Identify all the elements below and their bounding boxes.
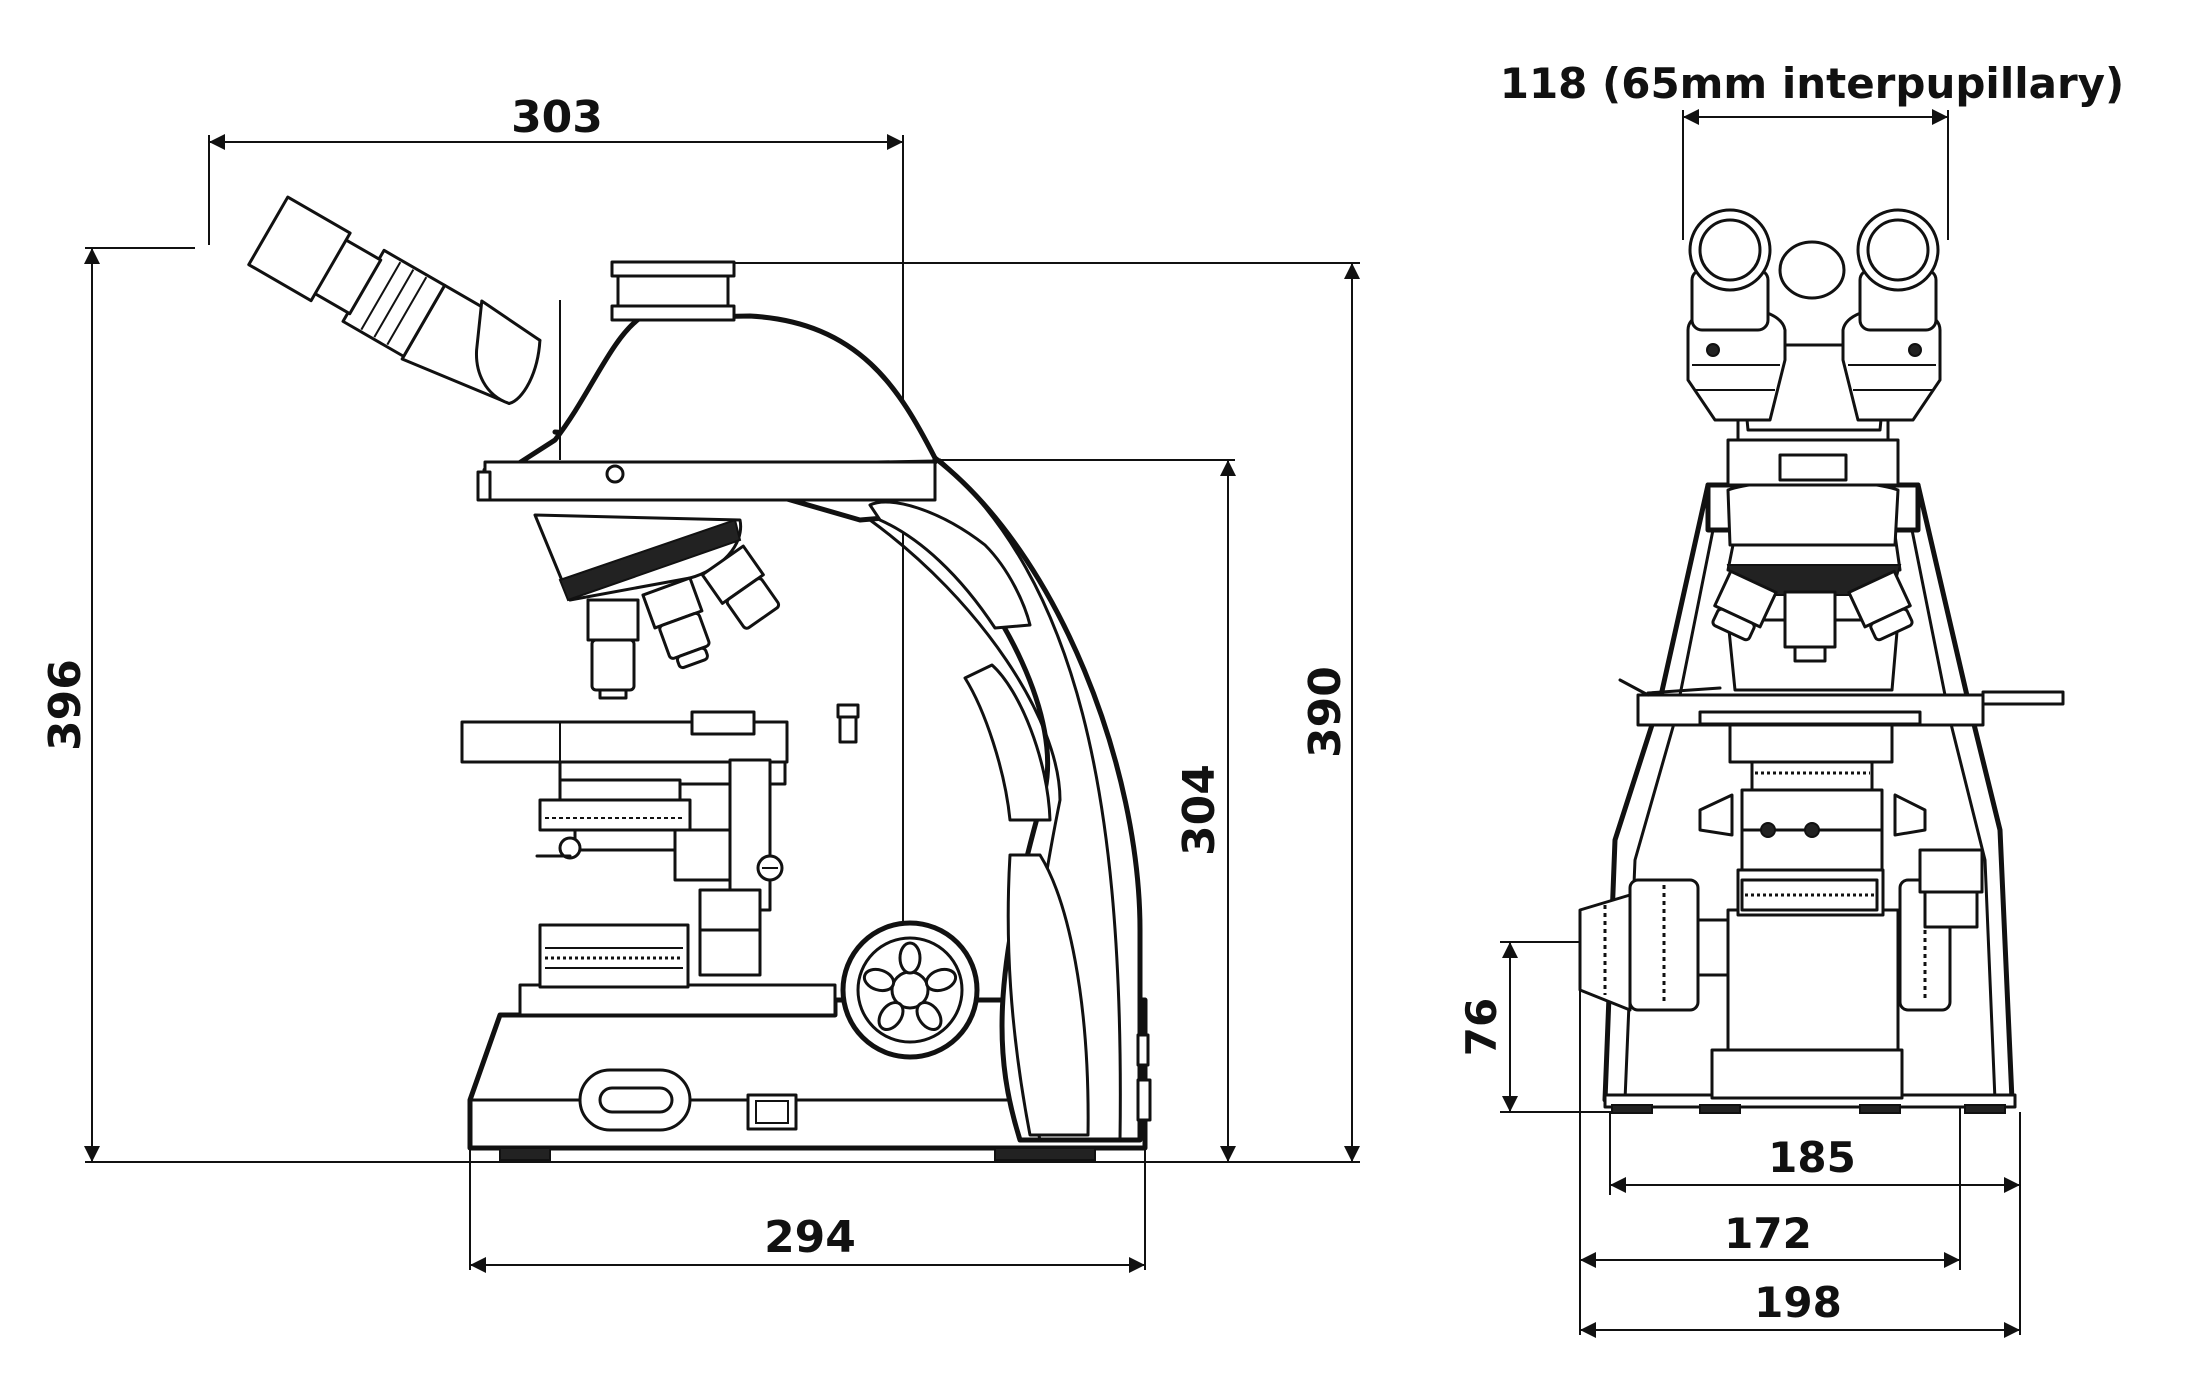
front-objective-right — [1847, 569, 1914, 642]
front-focus-knob-left — [1578, 878, 1730, 1012]
dim-label-interpupillary: 118 (65mm interpupillary) — [1500, 59, 2125, 108]
side-view: 303 396 390 304 294 — [40, 92, 1360, 1273]
camera-port-top — [610, 260, 736, 278]
dim-label-390: 390 — [1300, 666, 1351, 758]
dim-label-396: 396 — [40, 659, 91, 751]
dim-label-172: 172 — [1724, 1209, 1812, 1258]
dim-label-304: 304 — [1174, 764, 1225, 856]
binocular-eyepieces — [1686, 208, 1942, 432]
front-objective-left — [1711, 569, 1778, 642]
microscope-base — [467, 983, 1148, 1161]
objective-3 — [700, 544, 781, 630]
mechanical-stage — [460, 703, 860, 977]
front-body — [1698, 720, 1927, 1100]
dim-label-198: 198 — [1754, 1278, 1842, 1327]
arm-grip-bottom — [1006, 853, 1090, 1137]
front-focus-knob-right — [1898, 848, 1984, 1012]
dim-label-294: 294 — [764, 1212, 856, 1263]
head-band — [483, 460, 937, 502]
dim-label-185: 185 — [1768, 1133, 1856, 1182]
dim-label-76: 76 — [1457, 998, 1506, 1056]
front-view: 118 (65mm interpupillary) 76 185 172 198 — [1457, 59, 2125, 1338]
condenser-ring — [538, 798, 692, 832]
objective-2 — [641, 576, 711, 670]
dim-label-303: 303 — [511, 92, 603, 143]
field-lens — [538, 923, 690, 989]
focus-knob — [840, 920, 980, 1060]
c-arm — [552, 429, 1152, 1143]
objective-1 — [586, 598, 640, 700]
front-objective-center — [1783, 590, 1837, 649]
microscope-head — [476, 260, 938, 502]
arm-grip-middle — [963, 663, 1052, 822]
condenser-knurl — [1740, 878, 1879, 912]
front-stage — [1618, 678, 2065, 727]
nosepiece — [533, 513, 781, 700]
arm-grip-top — [868, 500, 1032, 630]
front-nosepiece — [1711, 533, 1914, 692]
eyepiece — [247, 195, 542, 405]
